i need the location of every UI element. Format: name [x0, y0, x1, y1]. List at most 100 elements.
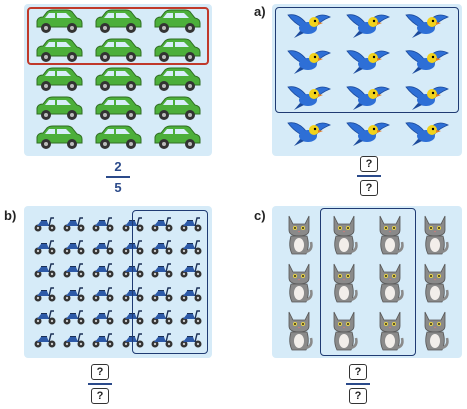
- bird-icon: [337, 116, 396, 152]
- cat-icon: [367, 210, 413, 258]
- bird-panel: [272, 4, 462, 156]
- scooter-icon: [59, 329, 88, 352]
- scooter-icon: [59, 305, 88, 328]
- scooter-icon: [30, 305, 59, 328]
- scooter-icon: [177, 235, 206, 258]
- part-a-denominator-box[interactable]: ?: [360, 179, 378, 196]
- fraction-bar: [88, 383, 112, 385]
- car-icon: [89, 123, 148, 152]
- car-icon: [147, 37, 206, 66]
- scooter-icon: [89, 329, 118, 352]
- fraction-bar: [346, 383, 370, 385]
- car-icon: [89, 94, 148, 123]
- bird-icon: [337, 44, 396, 80]
- part-a-fraction: ? ?: [355, 156, 383, 196]
- scooter-icon: [59, 212, 88, 235]
- cat-panel: [272, 206, 462, 358]
- car-icon: [30, 37, 89, 66]
- scooter-icon: [30, 235, 59, 258]
- part-a-label: a): [254, 4, 266, 19]
- car-icon: [30, 94, 89, 123]
- part-b-label: b): [4, 208, 17, 223]
- scooter-icon: [89, 305, 118, 328]
- cat-icon: [367, 306, 413, 354]
- cat-grid: [276, 210, 458, 354]
- part-a-numerator-box[interactable]: ?: [360, 156, 378, 172]
- cat-icon: [367, 258, 413, 306]
- scooter-icon: [89, 259, 118, 282]
- scooter-icon: [59, 235, 88, 258]
- example-denominator: 5: [114, 179, 122, 195]
- scooter-icon: [59, 259, 88, 282]
- bird-selection-frame: [275, 7, 459, 113]
- bird-icon: [337, 8, 396, 44]
- scooter-icon: [147, 259, 176, 282]
- car-icon: [89, 66, 148, 95]
- part-b-denominator-box[interactable]: ?: [91, 387, 109, 404]
- scooter-icon: [118, 235, 147, 258]
- scooter-icon: [147, 235, 176, 258]
- scooter-icon: [177, 282, 206, 305]
- car-icon: [89, 8, 148, 37]
- bird-icon: [278, 80, 337, 116]
- car-icon: [89, 37, 148, 66]
- car-icon: [30, 123, 89, 152]
- scooter-icon: [30, 282, 59, 305]
- cat-icon: [413, 306, 459, 354]
- scooter-icon: [118, 212, 147, 235]
- scooter-icon: [89, 282, 118, 305]
- bird-icon: [278, 44, 337, 80]
- scooter-icon: [118, 259, 147, 282]
- part-c-label: c): [254, 208, 266, 223]
- cat-icon: [276, 210, 322, 258]
- part-b-numerator-box[interactable]: ?: [91, 364, 109, 380]
- scooter-icon: [89, 212, 118, 235]
- bird-icon: [397, 116, 456, 152]
- car-icon: [30, 8, 89, 37]
- scooter-icon: [59, 282, 88, 305]
- bird-icon: [397, 8, 456, 44]
- car-icon: [147, 8, 206, 37]
- part-b-fraction: ? ?: [86, 364, 114, 404]
- cat-icon: [322, 306, 368, 354]
- cat-icon: [322, 258, 368, 306]
- bird-icon: [278, 8, 337, 44]
- cat-selection-frame: [320, 208, 416, 356]
- bird-grid: [278, 8, 456, 152]
- example-selection-frame: [27, 7, 209, 65]
- scooter-panel: [24, 206, 212, 358]
- example-numerator: 2: [114, 159, 122, 174]
- car-panel: [24, 4, 212, 156]
- cat-icon: [413, 258, 459, 306]
- cat-icon: [413, 210, 459, 258]
- car-icon: [147, 123, 206, 152]
- cat-icon: [276, 258, 322, 306]
- scooter-grid: [30, 212, 206, 352]
- cat-icon: [322, 210, 368, 258]
- scooter-icon: [89, 235, 118, 258]
- example-fraction: 2 5: [104, 160, 132, 194]
- scooter-icon: [147, 212, 176, 235]
- scooter-icon: [30, 259, 59, 282]
- scooter-icon: [118, 329, 147, 352]
- car-icon: [147, 66, 206, 95]
- scooter-icon: [30, 212, 59, 235]
- scooter-icon: [30, 329, 59, 352]
- part-c-fraction: ? ?: [344, 364, 372, 404]
- fraction-bar: [357, 175, 381, 177]
- car-icon: [147, 94, 206, 123]
- car-icon: [30, 66, 89, 95]
- bird-icon: [397, 44, 456, 80]
- bird-icon: [337, 80, 396, 116]
- scooter-icon: [177, 212, 206, 235]
- part-c-numerator-box[interactable]: ?: [349, 364, 367, 380]
- cat-icon: [276, 306, 322, 354]
- fraction-bar: [106, 176, 130, 178]
- part-c-denominator-box[interactable]: ?: [349, 387, 367, 404]
- scooter-icon: [177, 259, 206, 282]
- scooter-icon: [177, 329, 206, 352]
- scooter-icon: [118, 305, 147, 328]
- scooter-icon: [177, 305, 206, 328]
- bird-icon: [397, 80, 456, 116]
- scooter-icon: [147, 282, 176, 305]
